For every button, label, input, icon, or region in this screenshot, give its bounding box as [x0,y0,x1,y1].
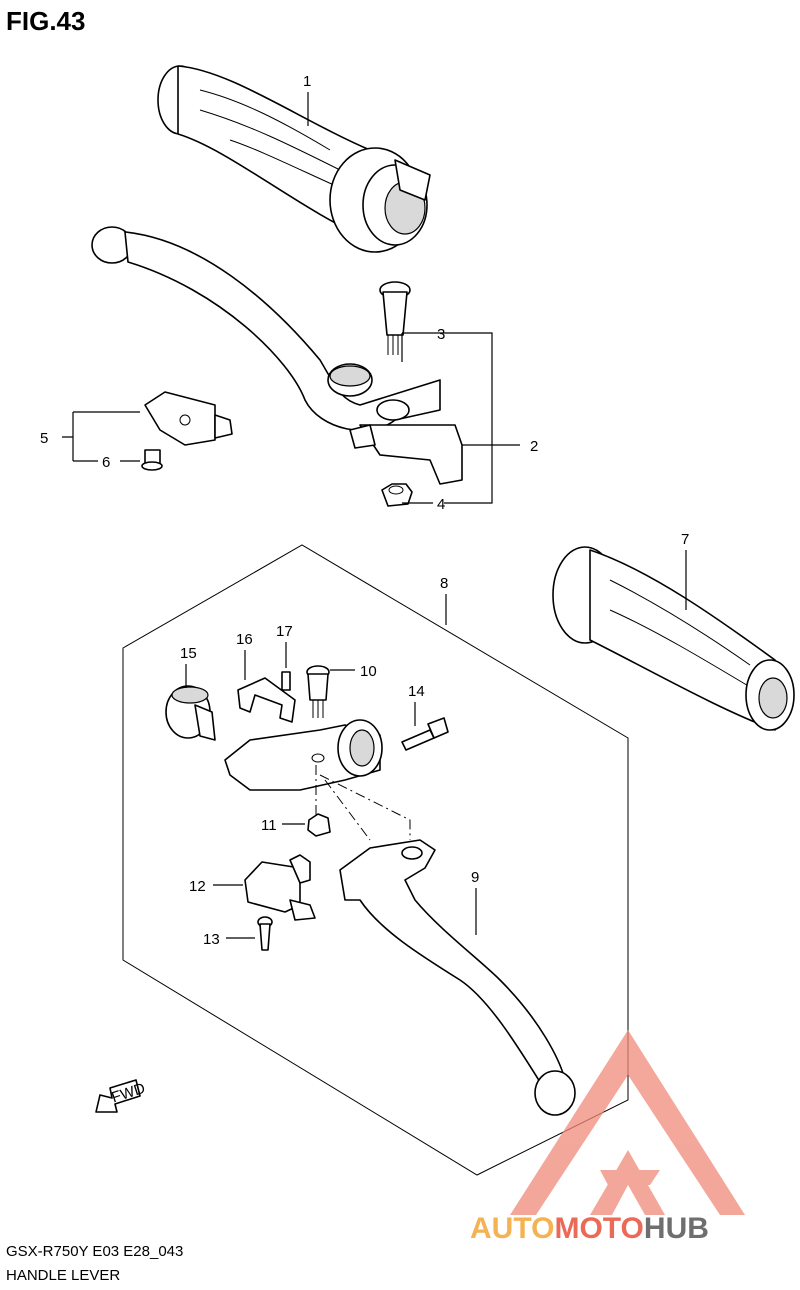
throttle-grip-part [157,65,431,253]
pivot-bolt-part [379,281,411,355]
callout-5: 5 [40,430,48,447]
callout-13: 13 [203,931,220,948]
watermark-text-auto: AUTO [470,1212,554,1245]
callout-7: 7 [681,531,689,548]
brake-switch-part [144,391,233,446]
callout-14: 14 [408,683,425,700]
pin-bolt-part [306,665,330,718]
callout-10: 10 [360,663,377,680]
clutch-lever-part [339,839,576,1116]
callout-labels: 1 2 3 4 5 6 7 8 9 10 11 12 13 14 15 16 1… [40,73,689,948]
callout-4: 4 [437,496,445,513]
svg-text:AUTOMOTOHUB: AUTOMOTOHUB [470,1212,709,1245]
screw-part-6 [141,449,163,471]
clutch-switch-part [244,854,316,921]
screw-part-17 [281,671,291,691]
callout-12: 12 [189,878,206,895]
bracket-part-16 [237,677,296,723]
adjuster-knob-part [165,685,216,741]
model-code: GSX-R750Y E03 E28_043 [6,1243,184,1260]
footer: GSX-R750Y E03 E28_043 HANDLE LEVER [6,1240,183,1288]
callout-17: 17 [276,623,293,640]
callout-11: 11 [261,817,277,834]
callout-1: 1 [303,73,311,90]
lever-holder [224,719,383,791]
brake-lever-part [91,226,463,485]
nut-part-11 [307,813,331,837]
nut-part-4 [381,483,413,507]
section-name: HANDLE LEVER [6,1267,121,1284]
figure-title: FIG.43 [6,6,86,36]
watermark-text-hub: HUB [644,1212,709,1245]
callout-9: 9 [471,869,479,886]
watermark-triangle-icon [510,1030,745,1215]
callout-15: 15 [180,645,197,662]
assembly-outline-part-8 [122,544,629,1176]
watermark-text-moto: MOTO [554,1212,643,1245]
bolt-part-14 [401,717,449,751]
left-grip-part [552,546,795,731]
callout-16: 16 [236,631,253,648]
callout-2: 2 [530,438,538,455]
callout-6: 6 [102,454,110,471]
callout-3: 3 [437,326,445,343]
screw-part-13 [257,916,273,951]
leader-lines [62,92,687,939]
callout-8: 8 [440,575,448,592]
